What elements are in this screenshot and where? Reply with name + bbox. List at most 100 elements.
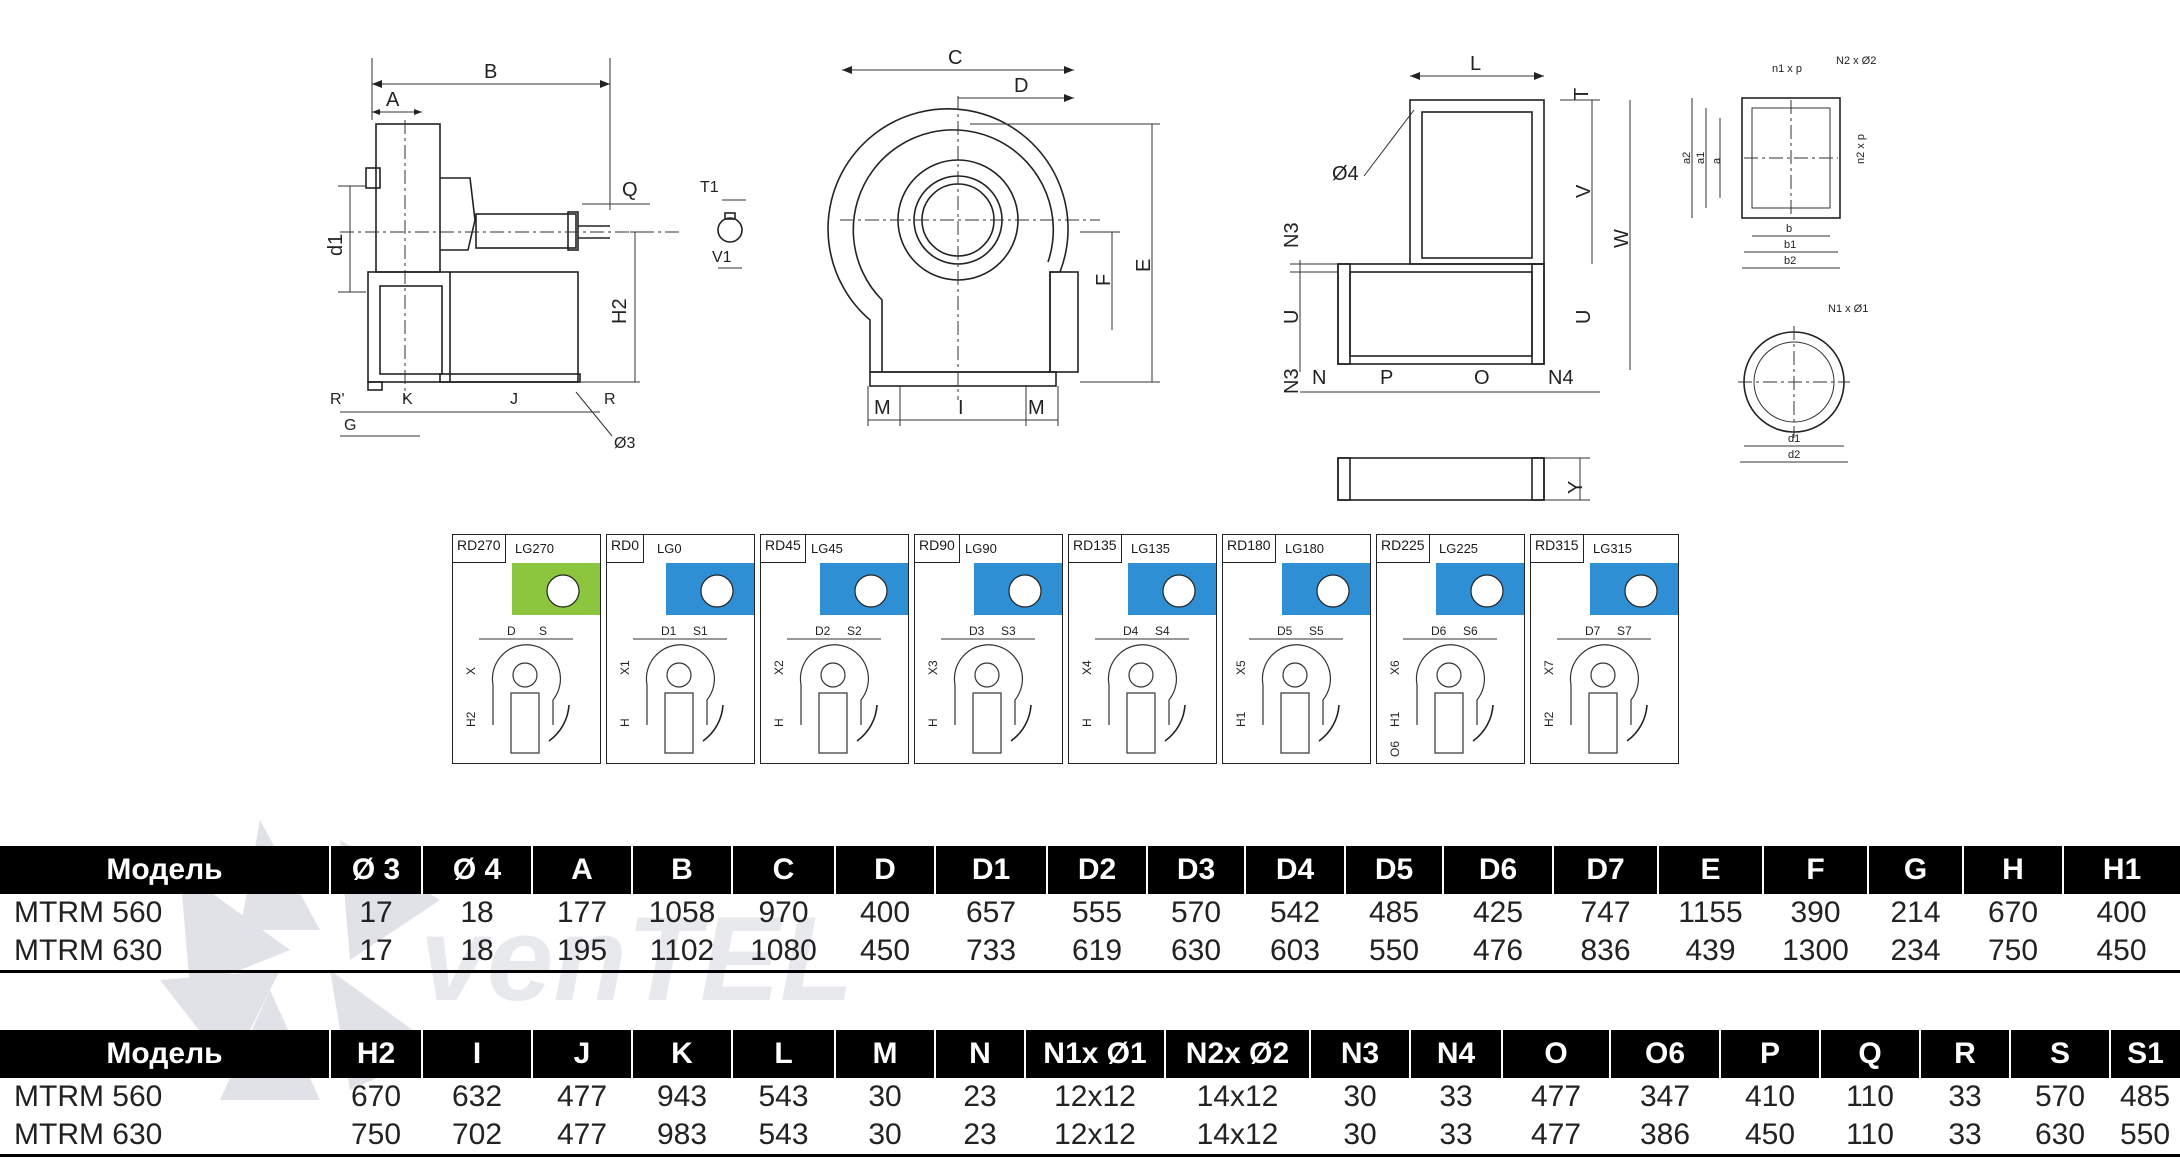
value-cell: 477	[1530, 1080, 1582, 1113]
fan-orientation-icon	[854, 574, 888, 608]
dim-label-m-right: M	[1028, 397, 1045, 419]
value-cell: 750	[330, 1116, 422, 1157]
mount-lg-label: LG45	[811, 541, 843, 556]
fan-housing-outline	[645, 644, 715, 725]
mount-label-d: D5	[1277, 624, 1293, 638]
fan-housing-outline	[1107, 644, 1177, 725]
value-cell: 670	[350, 1080, 402, 1113]
value-cell: 23	[963, 1080, 997, 1113]
flange-label-d1: d1	[1788, 433, 1800, 445]
dim-label-n3-bottom: N3	[1281, 368, 1303, 394]
column-header: H1	[2062, 846, 2180, 894]
value-cell: 747	[1580, 896, 1631, 929]
value-cell: 555	[1071, 896, 1123, 929]
column-header: D3	[1146, 846, 1245, 894]
mount-label-s: S2	[847, 624, 862, 638]
value-cell: 1058	[648, 896, 716, 929]
dim-label-o4: Ø4	[1332, 163, 1359, 185]
fan-orientation-icon	[1470, 574, 1504, 608]
value-cell: 450	[835, 932, 935, 973]
value-cell: 12x12	[1025, 1116, 1165, 1157]
flange-label-b: b	[1786, 223, 1792, 235]
mount-label-d: D7	[1585, 624, 1601, 638]
dim-label-w: W	[1611, 229, 1633, 248]
column-header: G	[1867, 846, 1963, 894]
value-cell: 33	[1948, 1080, 1982, 1113]
column-header: H	[1962, 846, 2063, 894]
value-cell: 619	[1047, 932, 1147, 973]
fan-base	[1280, 692, 1310, 754]
fan-orientation-icon	[1008, 574, 1042, 608]
rotation-arrow-icon	[1626, 704, 1648, 742]
dim-label-o3: Ø3	[614, 435, 635, 452]
dim-label-u-left: U	[1281, 310, 1303, 324]
value-cell: 670	[1987, 896, 2039, 929]
mount-label-x: X7	[1542, 660, 1556, 675]
value-cell: 543	[758, 1080, 809, 1113]
fan-hub	[820, 662, 846, 688]
flange-label-n2xp: n2 x p	[1855, 134, 1867, 164]
dim-label-l: L	[1470, 53, 1481, 75]
dim-label-d1: d1	[325, 234, 347, 256]
column-header: P	[1719, 1030, 1820, 1078]
value-cell: 450	[2063, 932, 2180, 973]
front-view: C D F E M I M	[827, 47, 1160, 426]
column-header: D4	[1244, 846, 1345, 894]
value-cell: 110	[1820, 1116, 1920, 1157]
mount-label-d: D6	[1431, 624, 1447, 638]
rotation-arrow-icon	[702, 704, 724, 742]
value-cell: 214	[1890, 896, 1941, 929]
flange-rectangular: n1 x p N2 x Ø2 a2 a1 a n2 x p b b1 b2	[1681, 55, 1876, 269]
mount-label-s: S3	[1001, 624, 1016, 638]
value-cell: 657	[965, 896, 1017, 929]
flange-round: N1 x Ø1 d1 d2	[1738, 303, 1868, 463]
fan-orientation-icon	[1162, 574, 1196, 608]
model-cell: MTRM 630	[0, 1116, 330, 1157]
mount-label-d: D	[507, 624, 516, 638]
mount-lg-label: LG0	[657, 541, 682, 556]
dim-label-t: T	[1571, 88, 1593, 100]
column-header: O	[1501, 1030, 1610, 1078]
column-header: N3	[1309, 1030, 1410, 1078]
value-cell: 33	[1920, 1116, 2010, 1157]
column-header: M	[834, 1030, 935, 1078]
mount-label-h: H2	[1542, 711, 1556, 727]
dim-label-r: R	[604, 391, 616, 408]
flange-label-d2: d2	[1788, 449, 1800, 461]
dim-label-v: V	[1573, 184, 1595, 198]
column-header: O6	[1609, 1030, 1720, 1078]
fan-housing-outline	[799, 644, 869, 725]
value-cell: 970	[758, 896, 809, 929]
value-cell: 570	[2034, 1080, 2086, 1113]
side-view: B A Q d1 H2 R'	[325, 58, 680, 452]
value-cell: 1102	[632, 932, 732, 973]
mount-label-s: S7	[1617, 624, 1632, 638]
value-cell: 425	[1472, 896, 1524, 929]
dim-label-p: P	[1380, 367, 1393, 389]
value-cell: 485	[2119, 1080, 2171, 1113]
column-header: I	[421, 1030, 532, 1078]
model-cell: MTRM 560	[14, 896, 163, 929]
flange-label-a: a	[1711, 157, 1723, 164]
mount-lg-label: LG135	[1131, 541, 1171, 556]
flange-label-b2: b2	[1784, 255, 1796, 267]
dim-label-t1: T1	[700, 179, 719, 196]
column-header: E	[1657, 846, 1763, 894]
column-header: B	[631, 846, 732, 894]
fan-orientation-icon	[700, 574, 734, 608]
mount-label-x: X	[464, 667, 478, 675]
column-header: S	[2009, 1030, 2110, 1078]
mount-label-s: S4	[1155, 624, 1170, 638]
fan-base	[1434, 692, 1464, 754]
rotation-arrow-icon	[1164, 704, 1186, 742]
mount-label-x: X3	[926, 660, 940, 675]
column-header: A	[531, 846, 632, 894]
fan-hub	[974, 662, 1000, 688]
dim-label-a: A	[386, 89, 400, 111]
